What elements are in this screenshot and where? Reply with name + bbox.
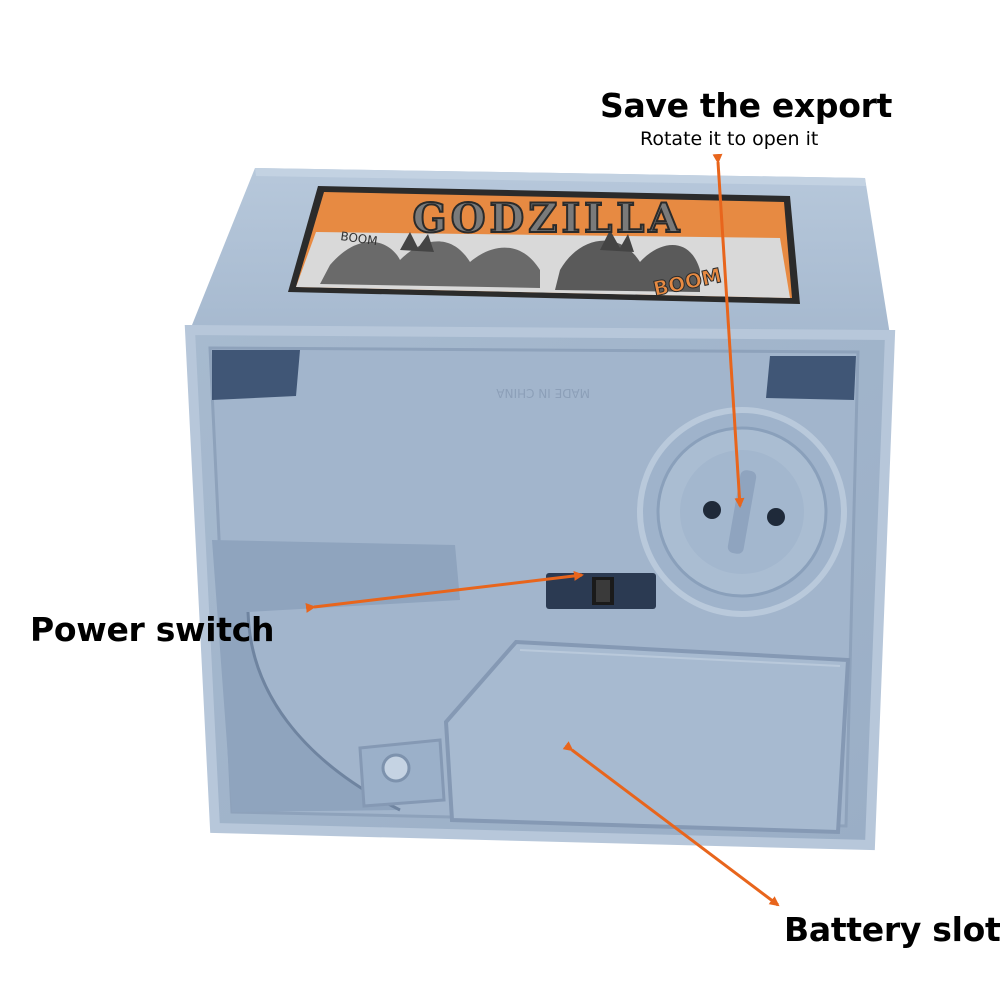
save-arrow [712,153,745,508]
coin-opening-cap [637,407,847,617]
molded-made-in-text: MADE IN CHINA [496,386,590,400]
annotation-arrows [305,153,780,907]
battery-latch-hole [381,753,411,783]
sticker-effect-left: BOOM [340,229,379,248]
save-export-label: Save the export [600,86,893,125]
battery-arrow [562,741,780,907]
cap-hole-left [703,501,721,519]
battery-slot-label: Battery slot [784,910,1000,949]
godzilla-sticker: GODZILLA BOOM BOOM [288,186,800,304]
power-switch-label: Power switch [30,610,275,649]
cap-hole-right [767,508,785,526]
sticker-brand-text: GODZILLA [413,195,684,242]
power-arrow [305,570,584,613]
save-export-hint: Rotate it to open it [640,128,819,150]
